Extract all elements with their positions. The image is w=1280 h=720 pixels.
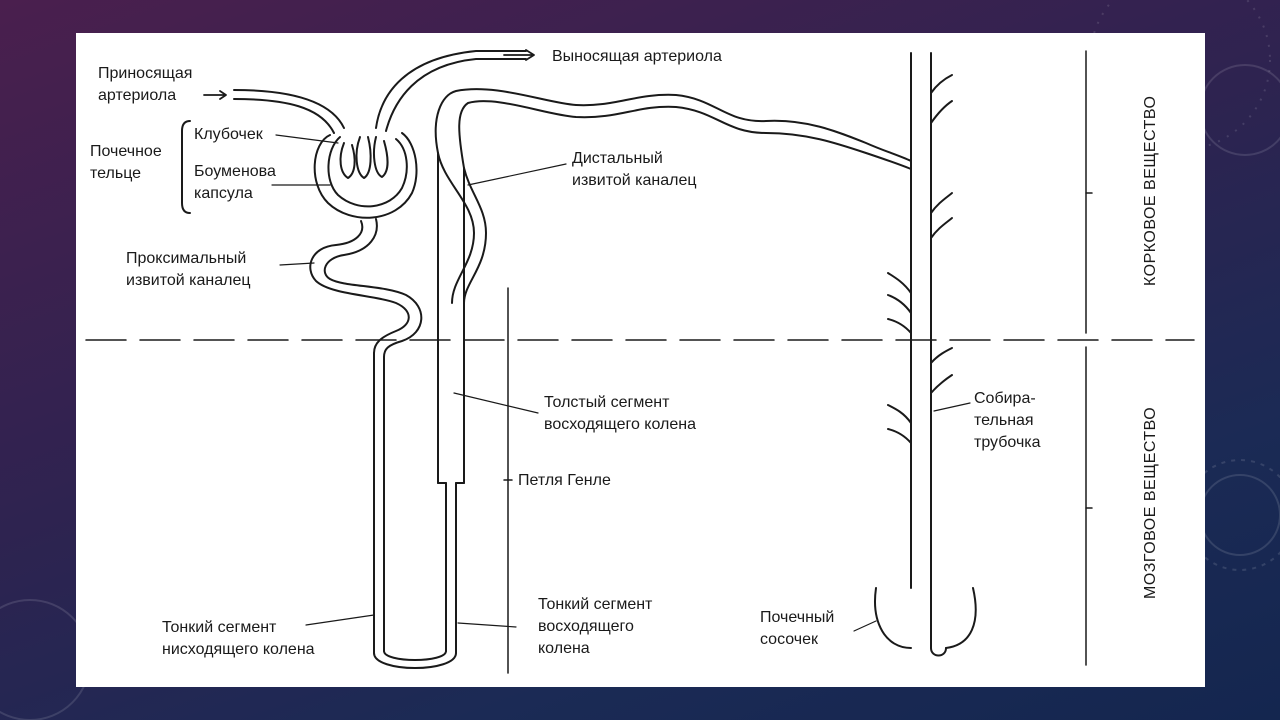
glomerulus-label: Клубочек xyxy=(194,126,263,143)
efferent-arteriole-label: Выносящая артериола xyxy=(552,48,722,65)
afferent-arrow xyxy=(203,90,227,100)
thin-asc-line2: восходящего xyxy=(538,618,634,635)
medulla-zone-label: МОЗГОВОЕ ВЕЩЕСТВО xyxy=(1142,406,1159,599)
efferent-arrow xyxy=(503,49,535,61)
collecting-line2: тельная xyxy=(974,412,1034,429)
renal-papilla-label: Почечный сосочек xyxy=(760,607,834,651)
distal-line2: извитой каналец xyxy=(572,172,697,189)
thick-line1: Толстый сегмент xyxy=(544,394,670,411)
renal-body-label: Почечное тельце xyxy=(90,141,162,185)
renal-body-bracket xyxy=(181,120,191,214)
thick-ascending-label: Толстый сегмент восходящего колена xyxy=(544,392,696,436)
bowman-line1: Боуменова xyxy=(194,163,276,180)
collecting-duct-label: Собира- тельная трубочка xyxy=(974,388,1041,454)
afferent-line2: артериола xyxy=(98,87,177,104)
thin-descending-label: Тонкий сегмент нисходящего колена xyxy=(162,617,315,661)
distal-tubule xyxy=(434,88,912,162)
bowman-capsule-label: Боуменова капсула xyxy=(194,161,276,205)
nephron-diagram xyxy=(85,49,1195,674)
collecting-line3: трубочка xyxy=(974,434,1041,451)
proximal-line2: извитой каналец xyxy=(126,272,251,289)
thick-line2: восходящего колена xyxy=(544,416,696,433)
thin-desc-line1: Тонкий сегмент xyxy=(162,619,277,636)
renal-body-line1: Почечное xyxy=(90,143,162,160)
papilla-line2: сосочек xyxy=(760,631,819,648)
proximal-tubule-label: Проксимальный извитой каналец xyxy=(126,248,251,292)
diagram-panel: Приносящая артериола Выносящая артериола… xyxy=(76,33,1205,687)
thin-desc-line2: нисходящего колена xyxy=(162,641,315,658)
afferent-line1: Приносящая xyxy=(98,65,193,82)
loop-of-henle-bottom xyxy=(373,652,457,669)
proximal-tubule xyxy=(309,220,410,354)
cortex-zone-label: КОРКОВОЕ ВЕЩЕСТВО xyxy=(1142,95,1159,286)
bowman-capsule xyxy=(313,132,418,219)
renal-papilla xyxy=(874,587,912,649)
distal-line1: Дистальный xyxy=(572,150,663,167)
thin-asc-line3: колена xyxy=(538,640,590,657)
afferent-arteriole-label: Приносящая артериола xyxy=(98,63,192,107)
thin-ascending-label: Тонкий сегмент восходящего колена xyxy=(538,594,652,660)
glomerulus xyxy=(339,142,356,179)
renal-body-line2: тельце xyxy=(90,165,142,182)
distal-tubule-label: Дистальный извитой каналец xyxy=(572,148,697,192)
thin-asc-line1: Тонкий сегмент xyxy=(538,596,653,613)
afferent-arteriole xyxy=(233,89,345,129)
papilla-line1: Почечный xyxy=(760,609,835,626)
bowman-line2: капсула xyxy=(194,185,253,202)
efferent-arteriole xyxy=(375,50,527,129)
henle-loop-label: Петля Генле xyxy=(518,472,611,489)
proximal-line1: Проксимальный xyxy=(126,250,247,267)
collecting-line1: Собира- xyxy=(974,390,1036,407)
